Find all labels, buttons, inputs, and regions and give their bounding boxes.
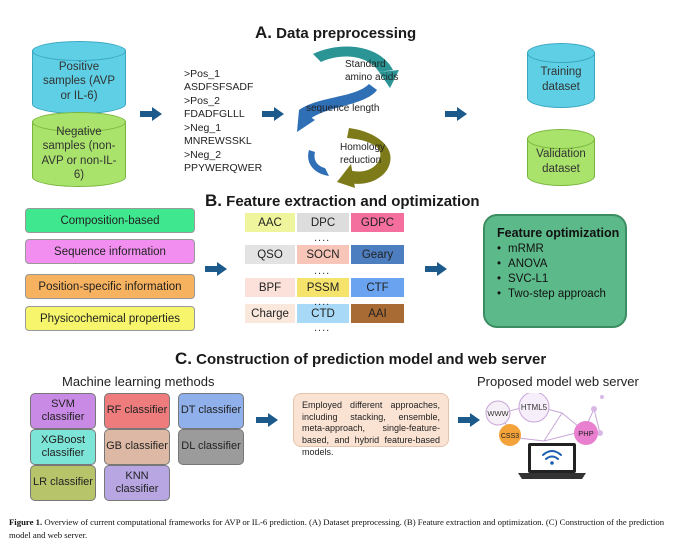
web-server-title: Proposed model web server [477, 374, 639, 389]
web-badge-label: HTML5 [521, 403, 548, 412]
section-b-heading: B. Feature extraction and optimization [205, 191, 480, 211]
laptop-icon [518, 443, 586, 479]
feature-descriptor: Geary [351, 245, 404, 264]
classifier-box: RF classifier [104, 393, 170, 429]
ellipsis: .... [314, 232, 331, 244]
caption-text: Overview of current computational framew… [9, 517, 665, 540]
feature-category: Composition-based [25, 208, 195, 233]
validation-dataset-db: Validation dataset [527, 129, 595, 186]
feature-descriptor: CTF [351, 278, 404, 297]
web-badge-label: PHP [578, 429, 593, 438]
arrow-icon [256, 413, 278, 427]
negative-samples-db: Negative samples (non-AVP or non-IL-6) [32, 112, 126, 187]
web-badge-label: CSS3 [501, 433, 519, 440]
css3-badge: CSS3 [499, 424, 521, 446]
section-b-letter: B. [205, 191, 222, 210]
positive-samples-db: Positive samples (AVP or IL-6) [32, 41, 126, 114]
label-homology-reduction: Homology reduction [340, 142, 386, 166]
optimization-method: Two-step approach [497, 287, 625, 302]
section-c-letter: C. [175, 349, 192, 368]
arrow-icon [205, 262, 227, 276]
feature-category: Sequence information [25, 239, 195, 264]
feature-category: Position-specific information [25, 274, 195, 299]
classifier-box: DL classifier [178, 429, 244, 465]
section-c-title: Construction of prediction model and web… [196, 351, 547, 368]
ellipsis: .... [314, 296, 331, 308]
fasta-sequences: >Pos_1 ASDFSFSADF >Pos_2 FDADFGLLL >Neg_… [184, 68, 263, 175]
feature-optimization-box: Feature optimization mRMRANOVASVC-L1Two-… [483, 214, 627, 328]
classifier-box: LR classifier [30, 465, 96, 501]
feature-descriptor: CTD [297, 304, 349, 323]
classifier-box: DT classifier [178, 393, 244, 429]
preprocessing-cycle-graphic [297, 46, 399, 188]
blue-arc [299, 84, 377, 120]
arrow-icon [458, 413, 480, 427]
feature-descriptor: Charge [245, 304, 295, 323]
figure-caption: Figure 1. Overview of current computatio… [9, 516, 674, 541]
arrow-icon [140, 107, 162, 121]
ellipsis: .... [314, 265, 331, 277]
ellipsis: .... [314, 322, 331, 334]
feature-descriptor: AAC [245, 213, 295, 232]
classifier-box: KNN classifier [104, 465, 170, 501]
label-sequence-length: sequence length [306, 103, 380, 114]
arrow-icon [262, 107, 284, 121]
web-badge-label: WWW [487, 409, 509, 418]
classifier-box: SVM classifier [30, 393, 96, 429]
ml-methods-title: Machine learning methods [62, 374, 215, 389]
feature-descriptor: PSSM [297, 278, 349, 297]
label-standard-amino-acids: Standard amino acids [345, 59, 399, 83]
modeling-approaches-box: Employed different approaches, including… [293, 393, 449, 457]
feature-category: Physicochemical properties [25, 306, 195, 331]
section-a-heading: A. Data preprocessing [255, 23, 416, 43]
section-c-heading: C. Construction of prediction model and … [175, 349, 546, 369]
arrow-icon [425, 262, 447, 276]
section-a-letter: A. [255, 23, 272, 42]
feature-descriptor: BPF [245, 278, 295, 297]
web-server-graphic: WWW HTML5 CSS3 PHP [485, 393, 604, 479]
optimization-method: ANOVA [497, 257, 625, 272]
validation-dataset-label: Validation dataset [536, 148, 586, 175]
arrow-icon [445, 107, 467, 121]
wifi-icon [542, 450, 562, 465]
html5-badge: HTML5 [518, 393, 550, 423]
training-dataset-label: Training dataset [540, 66, 582, 93]
feature-descriptor: GDPC [351, 213, 404, 232]
feature-descriptor: DPC [297, 213, 349, 232]
feature-descriptor: AAI [351, 304, 404, 323]
section-b-title: Feature extraction and optimization [226, 193, 480, 210]
caption-label: Figure 1. [9, 517, 43, 527]
section-a-title: Data preprocessing [276, 25, 417, 42]
optimization-method: mRMR [497, 242, 625, 257]
olive-arc [345, 128, 391, 184]
php-badge: PHP [574, 421, 598, 445]
negative-samples-label: Negative samples (non-AVP or non-IL-6) [41, 125, 117, 181]
feature-optimization-list: mRMRANOVASVC-L1Two-step approach [497, 242, 625, 302]
feature-descriptor: QSO [245, 245, 295, 264]
teal-arc [313, 46, 393, 72]
positive-samples-label: Positive samples (AVP or IL-6) [42, 60, 115, 102]
feature-descriptor: SOCN [297, 245, 349, 264]
feature-optimization-title: Feature optimization [497, 226, 620, 240]
www-badge: WWW [485, 400, 511, 426]
training-dataset-db: Training dataset [527, 43, 595, 108]
classifier-box: GB classifier [104, 429, 170, 465]
classifier-box: XGBoost classifier [30, 429, 96, 465]
optimization-method: SVC-L1 [497, 272, 625, 287]
